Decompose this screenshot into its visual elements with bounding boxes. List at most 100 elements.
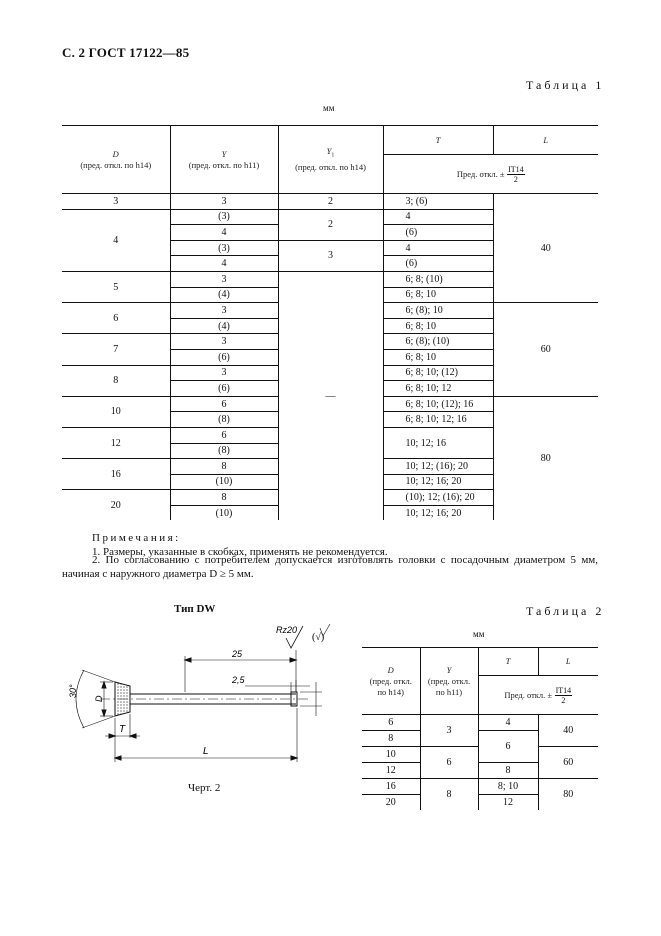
t1-cell-T: 4 [383, 240, 494, 257]
t1-cell-Y: (10) [170, 474, 279, 491]
t1-cell-Y: (3) [170, 240, 279, 257]
t1-cell-T: 6; 8; (10) [383, 271, 494, 288]
t1-cell-D: 20 [62, 489, 171, 521]
t1-cell-Y: 3 [170, 193, 279, 210]
t1-cell-Y: 3 [170, 302, 279, 319]
t1-cell-T: 10; 12; (16); 20 [383, 458, 494, 475]
t1-cell-Y: 6 [170, 427, 279, 444]
t1-cell-L: 80 [540, 453, 551, 465]
t1-cell-T: 10; 12; 16 [383, 427, 494, 460]
t1-cell-T: (6) [383, 224, 494, 241]
t1-cell-T: 4 [383, 209, 494, 226]
t2-cell-D: 16 [362, 778, 421, 795]
t1-cell-T: 6; (8); 10 [383, 302, 494, 319]
t1-cell-Y: (10) [170, 505, 279, 521]
t2-cell-D: 6 [362, 714, 421, 731]
t2-cell-T: 4 [478, 714, 539, 731]
table2-caption: Таблица 2 [526, 604, 605, 618]
roughness-check-label: (√) [312, 632, 324, 643]
t1-cell-D: 12 [62, 427, 171, 460]
t1-cell-Y: (8) [170, 411, 279, 428]
t1-cell-D: 6 [62, 302, 171, 335]
t1-cell-D: 8 [62, 365, 171, 397]
t1-cell-T: 6; 8; 10; 12; 16 [383, 411, 494, 428]
t1-cell-Y: (6) [170, 349, 279, 366]
table1: D (пред. откл. по h14) Y (пред. откл. по… [62, 125, 598, 521]
t1-cell-Y: 3 [170, 333, 279, 350]
t2-header-L: L [538, 647, 598, 676]
t2-cell-D: 12 [362, 762, 421, 779]
t1-cell-Y: (4) [170, 318, 279, 335]
t1-cell-T: 6; (8); (10) [383, 333, 494, 350]
figure-caption: Черт. 2 [188, 782, 221, 794]
t2-header-Y: Y (пред. откл. по h11) [420, 647, 479, 715]
t2-cell-D: 8 [362, 730, 421, 747]
t1-cell-T: (10); 12; (16); 20 [383, 489, 494, 506]
t1-cell-Y: 4 [170, 255, 279, 272]
t2-header-T: T [478, 647, 539, 676]
t1-cell-L: 60 [493, 302, 598, 397]
t1-cell-Y: (8) [170, 443, 279, 460]
t2-cell-T: 8 [478, 762, 539, 779]
t2-cell-L: 60 [538, 746, 598, 779]
t2-cell-D: 20 [362, 794, 421, 810]
t1-cell-D: 10 [62, 396, 171, 428]
t2-cell-T: 12 [478, 794, 539, 810]
t1-cell-Y: 4 [170, 224, 279, 241]
t1-cell-Y1: — [278, 271, 384, 521]
table2-unit: мм [473, 629, 485, 639]
t1-cell-L: 40 [493, 193, 598, 304]
t1-cell-Y: 8 [170, 458, 279, 475]
t1-cell-T: (6) [383, 255, 494, 272]
t1-cell-Y: 3 [170, 271, 279, 288]
t1-cell-Y: (4) [170, 287, 279, 304]
drawing-dw: Rz20 (√) 25 2,5 L T D 30° [68, 623, 331, 762]
t1-cell-Y1: 2 [278, 193, 384, 210]
t1-cell-T: 6; 8; 10 [383, 318, 494, 335]
t1-cell-T: 6; 8; 10; (12) [383, 365, 494, 382]
note-1: 1. Размеры, указанные в скобках, применя… [92, 546, 388, 558]
t1-cell-D: 7 [62, 333, 171, 366]
t2-cell-D: 10 [362, 746, 421, 763]
t2-cell-T: 6 [478, 730, 539, 763]
t1-cell-Y1: 2 [278, 209, 384, 241]
t1-cell-D: 16 [62, 458, 171, 491]
page-header: С. 2 ГОСТ 17122—85 [62, 45, 190, 60]
t1-header-L: L [493, 125, 598, 155]
t2-cell-Y: 8 [420, 778, 479, 810]
dim-2-5-label: 2,5 [231, 675, 246, 685]
t1-cell-T: 6; 8; 10; 12 [383, 380, 494, 397]
t1-cell-D: 4 [62, 209, 171, 272]
t1-cell-T: 3; (6) [383, 193, 494, 210]
t1-cell-Y: 6 [170, 396, 279, 413]
dim-T-label: T [119, 724, 126, 735]
t1-cell-Y1: 3 [278, 240, 384, 272]
t1-header-Y: Y (пред. откл. по h11) [170, 125, 279, 194]
notes: Примечания: 1. Размеры, указанные в скоб… [92, 531, 388, 559]
t1-cell-D: 3 [62, 193, 171, 210]
rz-label: Rz20 [276, 625, 297, 635]
table2: D (пред. откл. по h14) Y (пред. откл. по… [362, 647, 598, 810]
t2-cell-L: 40 [538, 714, 598, 747]
dim-angle-label: 30° [68, 684, 78, 698]
t1-cell-Y: 3 [170, 365, 279, 382]
t1-header-D: D (пред. откл. по h14) [62, 125, 171, 194]
t1-cell-Y: (3) [170, 209, 279, 226]
figure-type-label: Тип DW [174, 603, 216, 615]
t1-cell-D: 5 [62, 271, 171, 304]
dim-25-label: 25 [231, 649, 243, 659]
note-2: 2. По согласованию с потребителем допуск… [62, 554, 598, 580]
t1-header-Y1: Y1 (пред. откл. по h14) [278, 125, 384, 194]
t1-cell-T: 10; 12; 16; 20 [383, 505, 494, 521]
t1-cell-T: 6; 8; 10; (12); 16 [383, 396, 494, 413]
t1-header-T: T [383, 125, 494, 155]
notes-title: Примечания: [92, 532, 181, 544]
table1-caption: Таблица 1 [526, 78, 605, 92]
t1-cell-Y: 8 [170, 489, 279, 506]
t1-cell-T: 6; 8; 10 [383, 349, 494, 366]
t2-header-D: D (пред. откл. по h14) [362, 647, 421, 715]
table1-unit: мм [323, 103, 335, 113]
dim-L-label: L [203, 746, 209, 757]
